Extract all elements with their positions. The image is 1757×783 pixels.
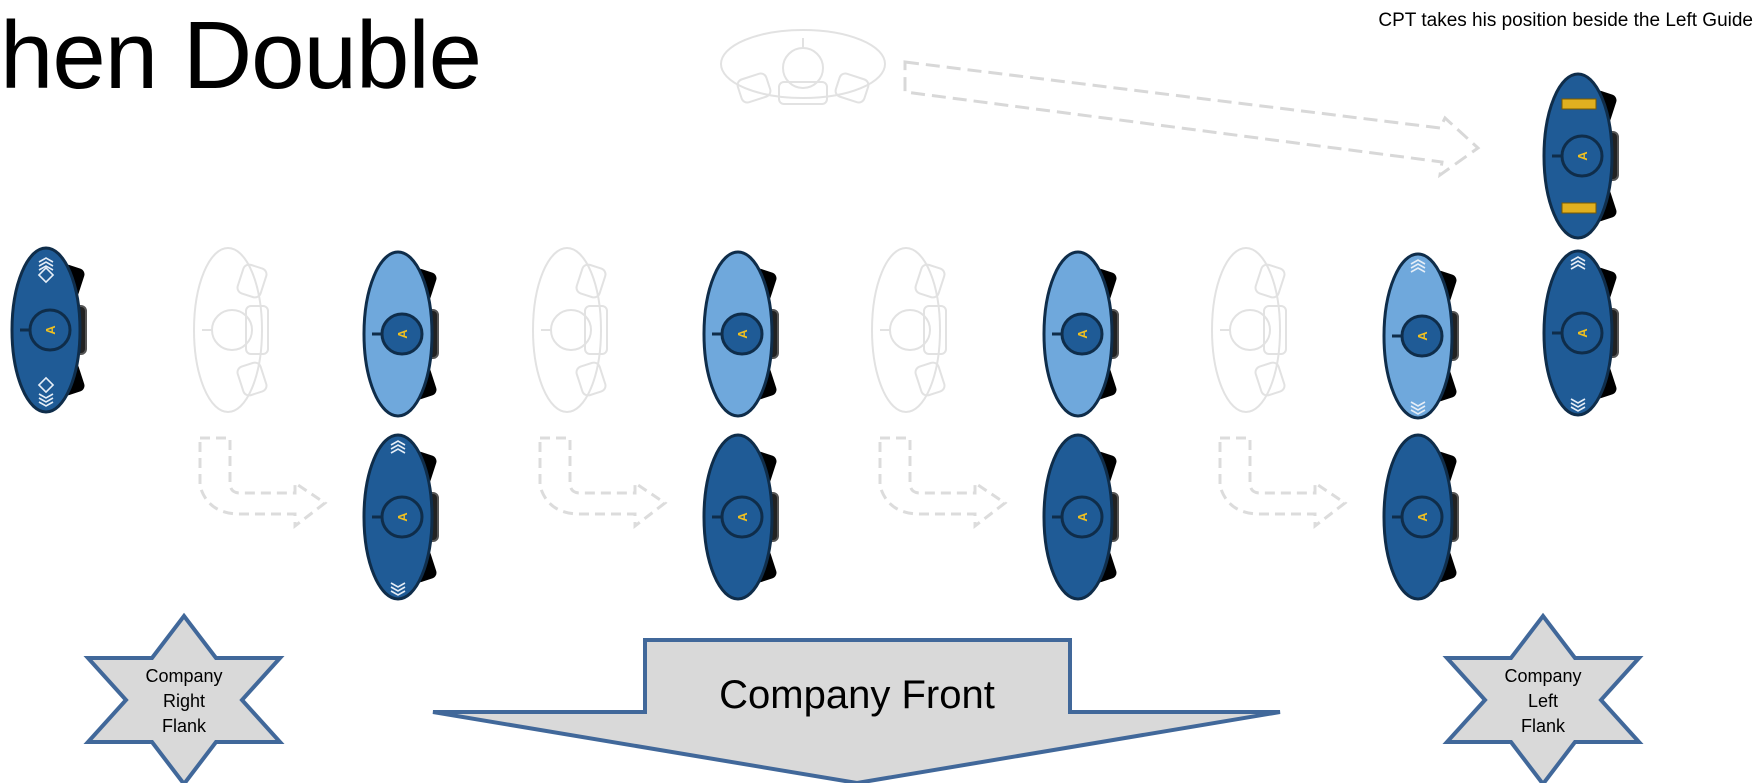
soldier-dark-2: A xyxy=(702,433,780,601)
company-front-arrow: Company Front xyxy=(432,638,1281,783)
ghost-soldier-3 xyxy=(871,247,948,413)
svg-text:A: A xyxy=(1415,512,1430,522)
move-arrow-3 xyxy=(878,436,1007,528)
left-flank-label-1: Company xyxy=(1504,666,1581,686)
ghost-soldier-4 xyxy=(1211,247,1288,413)
slide-title: hen Double xyxy=(0,2,482,109)
svg-text:A: A xyxy=(1075,329,1090,339)
right-flank-label-1: Company xyxy=(145,666,222,686)
move-arrow-4 xyxy=(1218,436,1347,528)
soldier-left-guide: A xyxy=(1542,249,1620,417)
svg-text:A: A xyxy=(1575,151,1590,161)
ghost-soldier-2 xyxy=(532,247,609,413)
soldier-cpt: A xyxy=(1542,72,1620,240)
move-arrow-1 xyxy=(198,436,327,528)
left-flank-label-3: Flank xyxy=(1521,716,1566,736)
ghost-cpt-symbol xyxy=(720,29,886,106)
svg-text:A: A xyxy=(1415,331,1430,341)
svg-text:A: A xyxy=(43,325,58,335)
soldier-dark-4: A xyxy=(1382,433,1460,601)
soldier-light-4: A xyxy=(1382,252,1460,420)
soldier-dark-1: A xyxy=(362,433,440,601)
svg-text:A: A xyxy=(735,329,750,339)
soldier-light-1: A xyxy=(362,250,440,418)
company-front-label: Company Front xyxy=(719,673,995,717)
svg-text:A: A xyxy=(1075,512,1090,522)
move-arrow-2 xyxy=(538,436,667,528)
left-flank-label-2: Left xyxy=(1528,691,1558,711)
right-flank-label-2: Right xyxy=(163,691,205,711)
cpt-move-arrow xyxy=(903,60,1481,179)
soldier-dark-3: A xyxy=(1042,433,1120,601)
soldier-light-2: A xyxy=(702,250,780,418)
svg-text:A: A xyxy=(735,512,750,522)
svg-text:A: A xyxy=(395,329,410,339)
right-flank-label-3: Flank xyxy=(162,716,207,736)
svg-text:A: A xyxy=(1575,328,1590,338)
soldier-right-guide: A xyxy=(10,246,88,414)
svg-text:A: A xyxy=(395,512,410,522)
cpt-caption: CPT takes his position beside the Left G… xyxy=(1378,10,1753,31)
left-flank-star: Company Left Flank xyxy=(1442,612,1644,783)
soldier-light-3: A xyxy=(1042,250,1120,418)
right-flank-star: Company Right Flank xyxy=(83,612,285,783)
ghost-soldier-1 xyxy=(193,247,270,413)
